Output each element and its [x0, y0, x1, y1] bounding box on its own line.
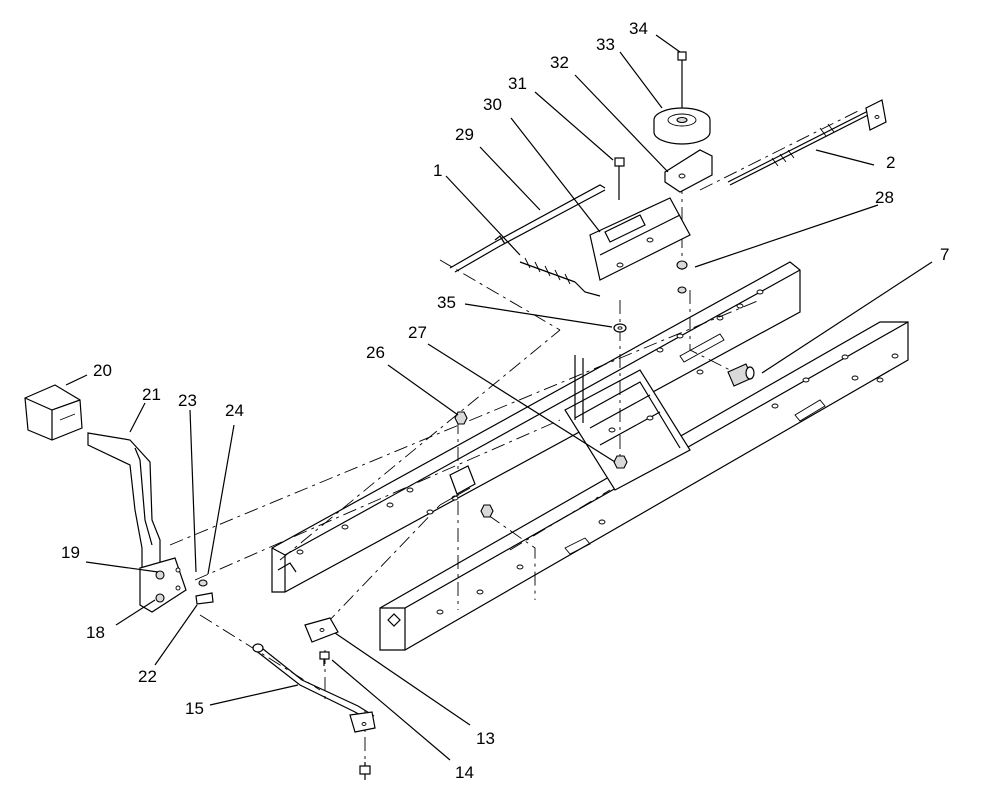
callout-24: 24	[225, 401, 244, 420]
pulley-assembly	[653, 51, 713, 193]
spring-link-2	[727, 99, 887, 186]
callout-23: 23	[178, 391, 197, 410]
callout-20: 20	[93, 361, 112, 380]
callout-35: 35	[437, 293, 456, 312]
rod-assembly-15	[252, 617, 376, 780]
idler-arm	[589, 157, 691, 333]
callout-14: 14	[455, 763, 474, 782]
callout-22: 22	[138, 667, 157, 686]
callout-19: 19	[61, 543, 80, 562]
assembly-lines	[169, 109, 861, 760]
part-7	[727, 363, 755, 387]
callout-21: 21	[142, 385, 161, 404]
callout-2: 2	[886, 153, 895, 172]
callout-13: 13	[476, 729, 495, 748]
callout-30: 30	[483, 95, 502, 114]
pedal-assembly	[24, 384, 214, 613]
callout-34: 34	[629, 19, 648, 38]
callout-27: 27	[408, 323, 427, 342]
callout-1: 1	[433, 161, 442, 180]
callout-32: 32	[550, 53, 569, 72]
callout-26: 26	[366, 343, 385, 362]
callout-18: 18	[86, 623, 105, 642]
callout-33: 33	[596, 35, 615, 54]
callout-labels: 1 2 7 13 14 15 18 19 20 21 22 23 24 26 2…	[61, 19, 949, 782]
callout-29: 29	[455, 125, 474, 144]
callout-15: 15	[185, 699, 204, 718]
rod-and-spring	[449, 184, 606, 297]
upper-frame-rail	[271, 261, 801, 593]
lower-frame-rail	[379, 321, 909, 651]
leader-lines	[65, 34, 933, 761]
callout-28: 28	[875, 188, 894, 207]
callout-31: 31	[508, 74, 527, 93]
callout-7: 7	[940, 245, 949, 264]
